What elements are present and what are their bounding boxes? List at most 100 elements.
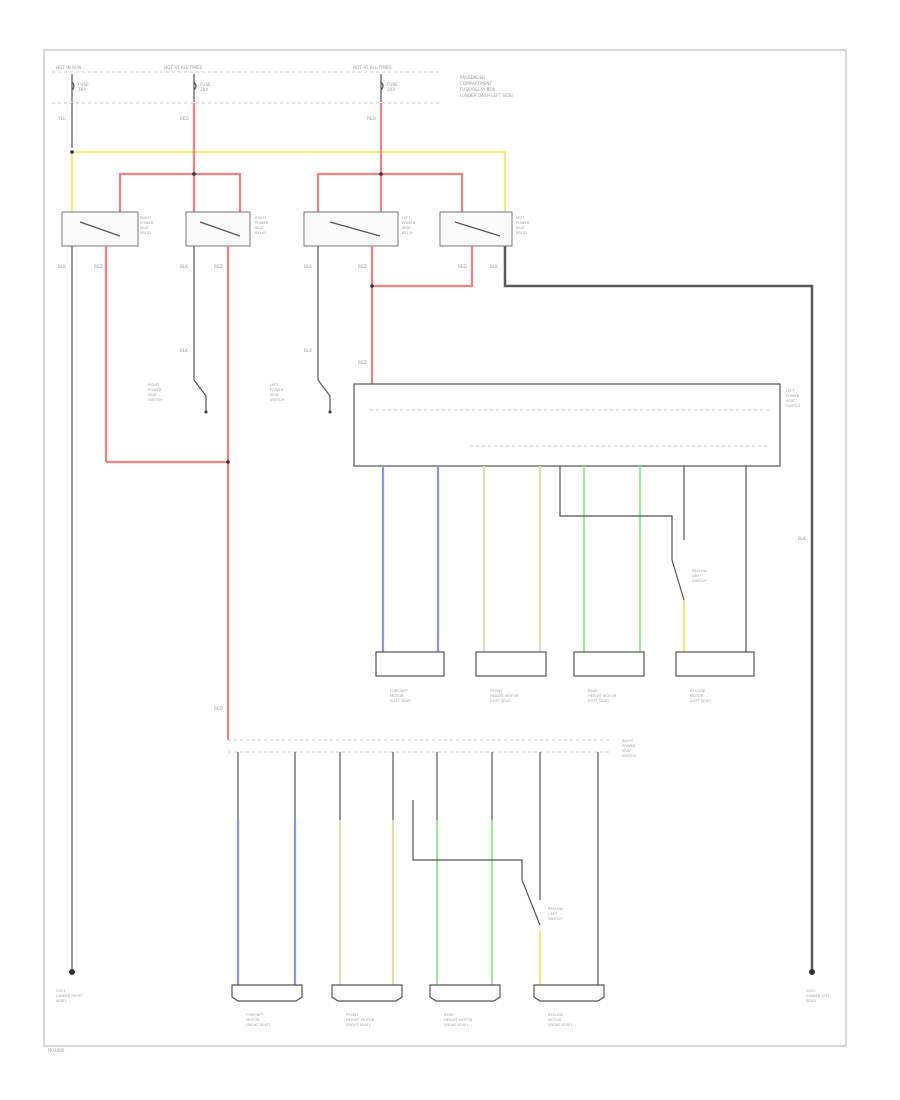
motor-recline-left (675, 651, 755, 677)
svg-text:SEAT: SEAT (786, 399, 796, 403)
svg-text:LEFT: LEFT (516, 216, 525, 220)
svg-text:(LEFT SEAT): (LEFT SEAT) (690, 699, 712, 703)
svg-text:FUSE: FUSE (200, 82, 211, 87)
footer-code: H02480 (48, 1048, 65, 1053)
svg-text:RED: RED (214, 264, 223, 269)
svg-text:FUSE: FUSE (387, 82, 398, 87)
svg-text:BLK: BLK (304, 348, 312, 353)
svg-text:SEAT: SEAT (148, 393, 158, 397)
hot-label-3: HOT AT ALL TIMES (353, 65, 392, 70)
fuse-box-label-4: (UNDER DASH LEFT SIDE) (460, 93, 514, 98)
svg-text:MOTOR: MOTOR (548, 1018, 562, 1022)
svg-text:(LEFT SEAT): (LEFT SEAT) (390, 699, 412, 703)
svg-text:LEFT: LEFT (270, 383, 279, 387)
fuse-box-label-3: FUSE/RELAY BOX (460, 87, 495, 92)
ground-left: G501 (UNDER RIGHT SEAT) (56, 969, 83, 1003)
svg-text:MOTOR: MOTOR (690, 694, 704, 698)
relay-row: RIGHT POWER SEAT RELAY RIGHT POWER SEAT … (61, 211, 530, 247)
motor-front-height-right (331, 984, 403, 1002)
svg-text:SWITCH: SWITCH (548, 917, 562, 921)
svg-text:RIGHT: RIGHT (140, 216, 152, 220)
svg-text:RED: RED (458, 264, 467, 269)
svg-text:FORE/AFT: FORE/AFT (390, 689, 408, 693)
motor-recline-right (533, 984, 605, 1002)
svg-text:POWER: POWER (402, 221, 416, 225)
svg-text:(RIGHT SEAT): (RIGHT SEAT) (246, 1023, 271, 1027)
svg-text:(LEFT SEAT): (LEFT SEAT) (588, 699, 610, 703)
diagram-frame (43, 49, 847, 1047)
svg-text:BLK: BLK (490, 264, 498, 269)
svg-text:RECLINE: RECLINE (548, 1013, 564, 1017)
svg-text:SEAT): SEAT) (56, 999, 67, 1003)
relay-3-label: LEFT POWER SEAT RELAY (402, 216, 416, 235)
relay-3 (303, 211, 399, 247)
svg-text:RED: RED (367, 116, 376, 121)
svg-text:POWER: POWER (622, 744, 636, 748)
svg-text:20A: 20A (200, 87, 208, 92)
svg-text:RIGHT: RIGHT (255, 216, 267, 220)
svg-text:SEAT): SEAT) (806, 999, 817, 1003)
svg-text:(LEFT SEAT): (LEFT SEAT) (490, 699, 512, 703)
svg-text:RIGHT: RIGHT (148, 383, 160, 387)
svg-text:SWITCH: SWITCH (622, 754, 636, 758)
svg-text:POWER: POWER (148, 388, 162, 392)
svg-text:10A: 10A (78, 87, 86, 92)
svg-text:G502: G502 (806, 989, 816, 993)
hot-label-2: HOT AT ALL TIMES (164, 65, 203, 70)
mid-switch-left: BLK LEFT POWER SEAT SWITCH (270, 348, 332, 414)
svg-text:BLK: BLK (58, 264, 66, 269)
svg-text:(RIGHT SEAT): (RIGHT SEAT) (548, 1023, 573, 1027)
svg-text:RED: RED (358, 264, 367, 269)
svg-text:POWER: POWER (786, 394, 800, 398)
relay-4-label: LEFT POWER SEAT RELAY (516, 216, 530, 235)
svg-text:SEAT: SEAT (270, 393, 280, 397)
svg-text:SEAT: SEAT (255, 226, 265, 230)
fuse-1: FUSE 10A (71, 74, 89, 102)
svg-text:(RIGHT SEAT): (RIGHT SEAT) (444, 1023, 469, 1027)
fuse-box: HOT IN RUN HOT AT ALL TIMES HOT AT ALL T… (52, 65, 514, 104)
hot-label-1: HOT IN RUN (56, 65, 81, 70)
svg-text:BLK: BLK (798, 536, 806, 541)
svg-text:LIMIT: LIMIT (692, 574, 702, 578)
svg-text:MOTOR: MOTOR (390, 694, 404, 698)
svg-text:RED: RED (180, 116, 189, 121)
motor-fore-aft-left (375, 651, 445, 677)
relay-2 (185, 211, 251, 247)
svg-text:FRONT: FRONT (490, 689, 503, 693)
fuse-box-label-2: COMPARTMENT (460, 81, 493, 86)
svg-text:G501: G501 (56, 989, 66, 993)
svg-text:(RIGHT SEAT): (RIGHT SEAT) (346, 1023, 371, 1027)
svg-text:POWER: POWER (516, 221, 530, 225)
svg-text:SWITCH: SWITCH (786, 404, 800, 408)
motor-fore-aft-right (231, 984, 303, 1002)
fuse-box-label-1: PASSENGER (460, 75, 485, 80)
svg-text:HEIGHT MOTOR: HEIGHT MOTOR (490, 694, 519, 698)
fuse-2: FUSE 20A (193, 74, 211, 102)
svg-text:(UNDER RIGHT: (UNDER RIGHT (56, 994, 83, 998)
svg-text:RED: RED (358, 360, 367, 365)
svg-text:SWITCH: SWITCH (270, 398, 284, 402)
right-power-seat-switch: RIGHT POWER SEAT SWITCH RED (214, 706, 636, 758)
relay-2-label: RIGHT POWER SEAT RELAY (255, 216, 269, 235)
motor-front-height-left (475, 651, 547, 677)
svg-text:MOTOR: MOTOR (246, 1018, 260, 1022)
svg-text:POWER: POWER (255, 221, 269, 225)
motor-rear-height-left (573, 651, 645, 677)
feed-wires: YEL RED RED (57, 103, 507, 212)
svg-text:BLK: BLK (180, 264, 188, 269)
svg-text:LIMIT: LIMIT (548, 912, 558, 916)
svg-text:POWER: POWER (270, 388, 284, 392)
svg-text:SWITCH: SWITCH (692, 579, 706, 583)
svg-text:RELAY: RELAY (255, 231, 267, 235)
svg-text:SEAT: SEAT (516, 226, 526, 230)
svg-text:BLK: BLK (304, 264, 312, 269)
svg-text:RELAY: RELAY (516, 231, 528, 235)
svg-text:RED: RED (214, 706, 223, 711)
svg-text:LEFT: LEFT (786, 389, 795, 393)
svg-text:HEIGHT MOTOR: HEIGHT MOTOR (444, 1018, 473, 1022)
svg-text:FUSE: FUSE (78, 82, 89, 87)
ground-right: G502 (UNDER LEFT SEAT) (806, 969, 831, 1003)
svg-text:RELAY: RELAY (140, 231, 152, 235)
svg-text:RELAY: RELAY (402, 231, 414, 235)
lower-motor-wires: RECLINE LIMIT SWITCH (236, 752, 599, 985)
